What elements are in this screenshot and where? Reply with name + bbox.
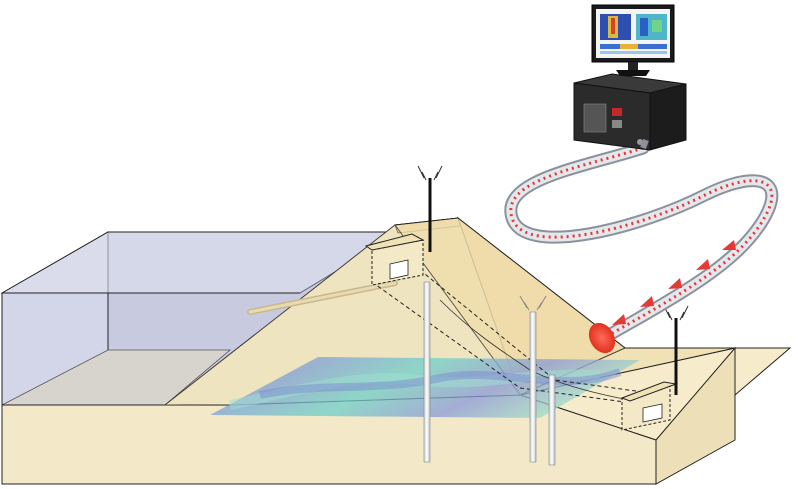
station-crest bbox=[364, 165, 443, 286]
station-downstream bbox=[620, 305, 689, 431]
borehole-pole-3 bbox=[548, 374, 556, 466]
monitor bbox=[591, 4, 675, 76]
reservoir bbox=[0, 231, 403, 406]
signal-arrows bbox=[612, 240, 736, 325]
interrogator-unit bbox=[573, 73, 687, 151]
fiber-cable bbox=[504, 141, 779, 354]
drain-pipe bbox=[247, 280, 398, 315]
instrument-display bbox=[583, 103, 607, 133]
borehole-pole-2 bbox=[529, 311, 537, 463]
cable-end-icon bbox=[588, 322, 616, 354]
instrument-led-icon bbox=[612, 108, 622, 116]
borehole-pole-1 bbox=[423, 281, 431, 463]
borehole-poles bbox=[423, 281, 556, 466]
